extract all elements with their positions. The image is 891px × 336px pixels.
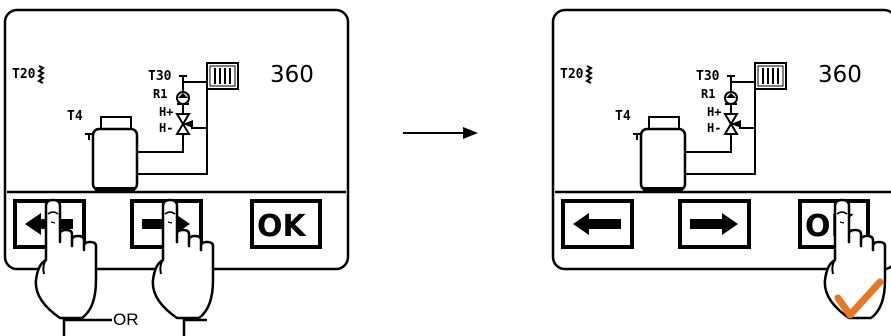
value-readout: 360 xyxy=(818,62,862,88)
or-label: OR xyxy=(113,310,139,329)
label-t4: T4 xyxy=(67,109,83,124)
label-h-plus: H+ xyxy=(159,105,173,119)
left-display: T20 T30 R1 H+ H- T4 360 OK xyxy=(3,8,350,271)
label-r1: R1 xyxy=(153,87,167,101)
label-h-minus: H- xyxy=(707,121,721,135)
label-t30: T30 xyxy=(696,69,720,84)
wrist-lines xyxy=(62,318,207,336)
label-t20: T20 xyxy=(560,67,584,82)
right-arrow-button[interactable] xyxy=(680,201,749,247)
left-arrow-button[interactable] xyxy=(563,201,632,247)
ok-button[interactable]: OK xyxy=(257,209,308,244)
label-h-plus: H+ xyxy=(707,105,721,119)
label-h-minus: H- xyxy=(159,121,173,135)
arrow-right-icon xyxy=(403,127,478,139)
label-t30: T30 xyxy=(148,69,172,84)
label-t20: T20 xyxy=(12,67,36,82)
value-readout: 360 xyxy=(270,62,314,88)
checkmark-icon xyxy=(834,278,884,319)
label-t4: T4 xyxy=(615,109,631,124)
label-r1: R1 xyxy=(701,87,715,101)
